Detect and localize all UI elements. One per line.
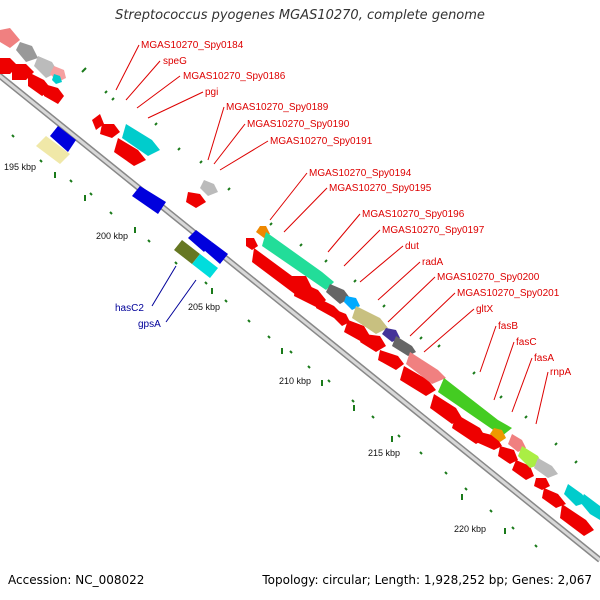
gene-arrow[interactable] (430, 394, 462, 424)
gene-label[interactable]: MGAS10270_Spy0184 (141, 40, 244, 51)
gene-arrow[interactable] (132, 186, 166, 214)
gene-arrow[interactable] (50, 126, 76, 152)
feature-box[interactable] (490, 428, 506, 442)
gene-arrow[interactable] (378, 350, 404, 370)
map-title: Streptococcus pyogenes MGAS10270, comple… (115, 8, 485, 23)
feature-box[interactable] (122, 124, 160, 156)
feature-box[interactable] (174, 240, 200, 264)
gene-arrow[interactable] (204, 242, 228, 264)
gene-label[interactable]: hasC2 (115, 303, 144, 314)
gene-arrow[interactable] (498, 446, 518, 464)
feature-box[interactable] (200, 180, 218, 196)
gene-arrow[interactable] (512, 460, 534, 480)
gene-label[interactable]: MGAS10270_Spy0200 (437, 272, 540, 283)
topology-value: Topology: circular; Length: 1,928,252 bp… (262, 573, 592, 587)
feature-boxes (0, 28, 600, 520)
gene-label[interactable]: MGAS10270_Spy0201 (457, 288, 560, 299)
gene-arrow[interactable] (114, 138, 146, 166)
feature-box[interactable] (52, 74, 62, 84)
kbp-label: 220 kbp (454, 524, 486, 534)
reverse-genes (36, 126, 228, 278)
topology-text: Topology: circular; Length: 1,928,252 bp… (262, 573, 592, 587)
feature-box[interactable] (534, 458, 558, 478)
accession-text: Accession: NC_008022 (8, 573, 145, 587)
gene-label[interactable]: rnpA (550, 367, 571, 378)
gene-label[interactable]: MGAS10270_Spy0189 (226, 102, 329, 113)
feature-box[interactable] (262, 232, 334, 290)
gene-arrow[interactable] (534, 478, 550, 490)
forward-genes (0, 58, 594, 536)
feature-box[interactable] (0, 28, 20, 48)
gene-label[interactable]: gltX (476, 304, 494, 315)
feature-box[interactable] (438, 378, 512, 436)
blue-gene-labels: hasC2 gpsA (115, 303, 161, 330)
gene-arrow[interactable] (246, 238, 258, 250)
tick-marks (11, 67, 578, 548)
red-gene-labels: MGAS10270_Spy0184 speG MGAS10270_Spy0186… (141, 40, 571, 378)
kbp-label: 210 kbp (279, 376, 311, 386)
gene-arrow[interactable] (452, 414, 486, 444)
kbp-label: 205 kbp (188, 302, 220, 312)
blue-leader-lines (151, 265, 197, 323)
kbp-label: 200 kbp (96, 231, 128, 241)
gene-arrow[interactable] (188, 230, 212, 252)
gene-arrow[interactable] (400, 366, 436, 396)
gene-label[interactable]: radA (422, 257, 443, 268)
feature-box[interactable] (16, 42, 38, 62)
feature-box[interactable] (326, 284, 350, 304)
gene-label[interactable]: MGAS10270_Spy0190 (247, 119, 350, 130)
kbp-label: 215 kbp (368, 448, 400, 458)
red-leader-lines (115, 44, 549, 425)
gene-arrow[interactable] (44, 84, 64, 104)
gene-arrow[interactable] (100, 124, 120, 138)
feature-box[interactable] (406, 352, 446, 384)
gene-label[interactable]: MGAS10270_Spy0191 (270, 136, 373, 147)
gene-label[interactable]: fasB (498, 321, 518, 332)
gene-arrow[interactable] (92, 114, 104, 130)
gene-label[interactable]: speG (163, 56, 187, 67)
gene-arrow[interactable] (542, 488, 566, 508)
gene-label[interactable]: dut (405, 241, 419, 252)
feature-box[interactable] (352, 306, 388, 334)
gene-label[interactable]: fasC (516, 337, 537, 348)
gene-label[interactable]: MGAS10270_Spy0195 (329, 183, 432, 194)
genome-backbone (0, 72, 600, 563)
feature-box[interactable] (580, 494, 600, 520)
feature-box[interactable] (392, 336, 416, 356)
gene-arrow[interactable] (560, 504, 594, 536)
gene-label[interactable]: MGAS10270_Spy0197 (382, 225, 485, 236)
gene-label[interactable]: pgi (205, 87, 218, 98)
gene-arrow[interactable] (186, 192, 206, 208)
gene-label[interactable]: gpsA (138, 319, 161, 330)
feature-box[interactable] (192, 254, 218, 278)
kbp-label: 195 kbp (4, 162, 36, 172)
gene-label[interactable]: MGAS10270_Spy0186 (183, 71, 286, 82)
gene-arrow[interactable] (316, 298, 340, 318)
gene-label[interactable]: MGAS10270_Spy0194 (309, 168, 412, 179)
kbp-labels: 195 kbp 200 kbp 205 kbp 210 kbp 215 kbp … (4, 162, 486, 534)
gene-label[interactable]: fasA (534, 353, 554, 364)
feature-box[interactable] (36, 136, 70, 164)
gene-arrow[interactable] (334, 310, 350, 326)
gene-label[interactable]: MGAS10270_Spy0196 (362, 209, 465, 220)
gene-arrow[interactable] (360, 334, 386, 352)
feature-box[interactable] (518, 446, 542, 468)
